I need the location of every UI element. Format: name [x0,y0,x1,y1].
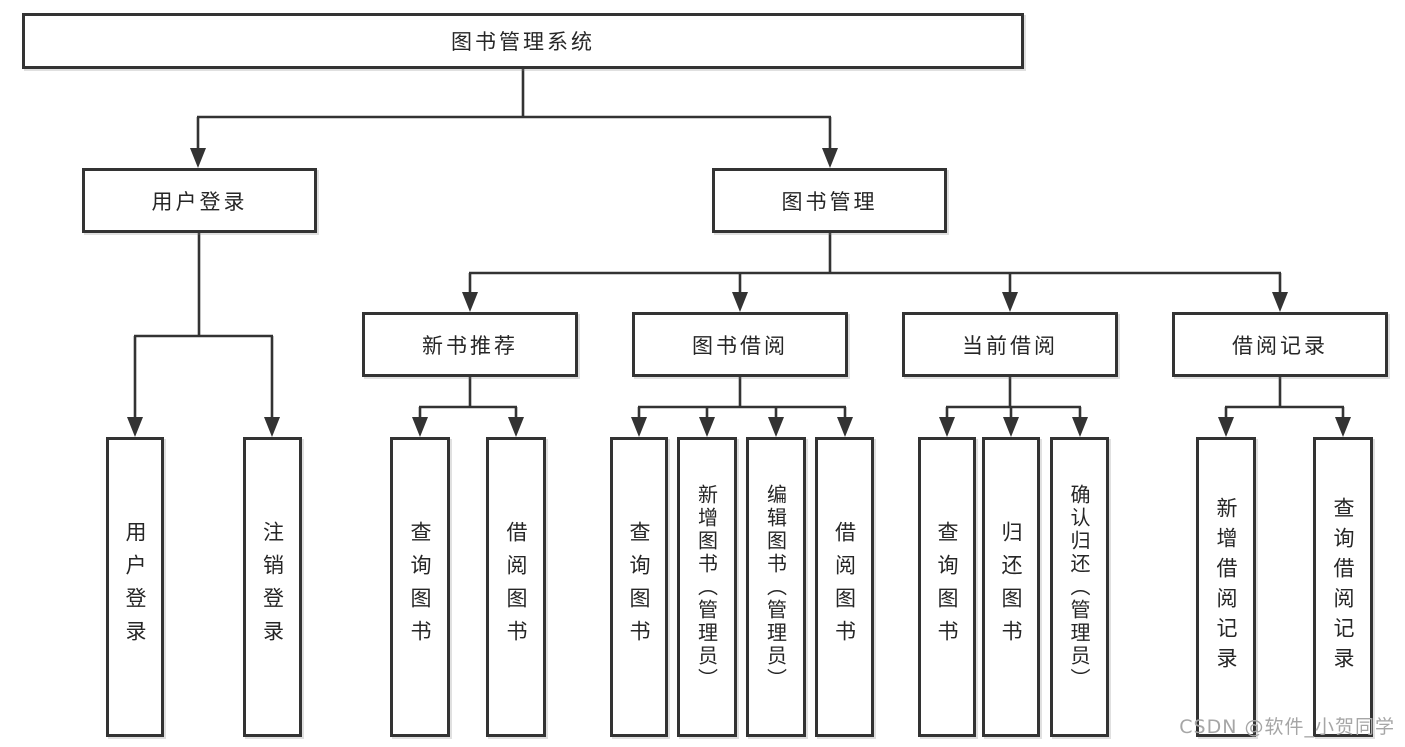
arrowhead [631,417,647,437]
node-user-login: 用户登录 [82,168,317,233]
arrowhead [264,417,280,437]
leaf-borrow-books-borrow: 借阅图书 [815,437,874,737]
leaf-query-books-borrow: 查询图书 [610,437,668,737]
node-new-book-recommend: 新书推荐 [362,312,578,377]
arrowhead [462,292,478,312]
arrowhead [822,148,838,168]
csdn-watermark: CSDN @软件_小贺同学 [1179,716,1395,738]
arrowhead [939,417,955,437]
leaf-edit-books-admin: 编辑图书（管理员） [746,437,806,737]
leaf-query-borrow-record: 查询借阅记录 [1313,437,1373,737]
leaf-query-books-current: 查询图书 [918,437,976,737]
leaf-user-login: 用户登录 [106,437,164,737]
node-borrow-records: 借阅记录 [1172,312,1388,377]
node-book-borrow: 图书借阅 [632,312,848,377]
leaf-query-books-recommend: 查询图书 [390,437,450,737]
arrowhead [508,417,524,437]
arrowhead [699,417,715,437]
arrowhead [190,148,206,168]
arrowheads [127,148,1351,437]
arrowhead [732,292,748,312]
arrowhead [1335,417,1351,437]
arrowhead [1272,292,1288,312]
arrowhead [1218,417,1234,437]
leaf-logout: 注销登录 [243,437,302,737]
node-library-management-system: 图书管理系统 [22,13,1024,69]
leaf-add-books-admin: 新增图书（管理员） [677,437,737,737]
leaf-confirm-return-admin: 确认归还（管理员） [1050,437,1109,737]
arrowhead [1002,292,1018,312]
arrowhead [127,417,143,437]
arrowhead [412,417,428,437]
node-book-management: 图书管理 [712,168,947,233]
arrowhead [1003,417,1019,437]
arrowhead [1072,417,1088,437]
leaf-return-books: 归还图书 [982,437,1040,737]
leaf-add-borrow-record: 新增借阅记录 [1196,437,1256,737]
arrowhead [768,417,784,437]
leaf-borrow-books-recommend: 借阅图书 [486,437,546,737]
arrowhead [837,417,853,437]
node-current-borrow: 当前借阅 [902,312,1118,377]
